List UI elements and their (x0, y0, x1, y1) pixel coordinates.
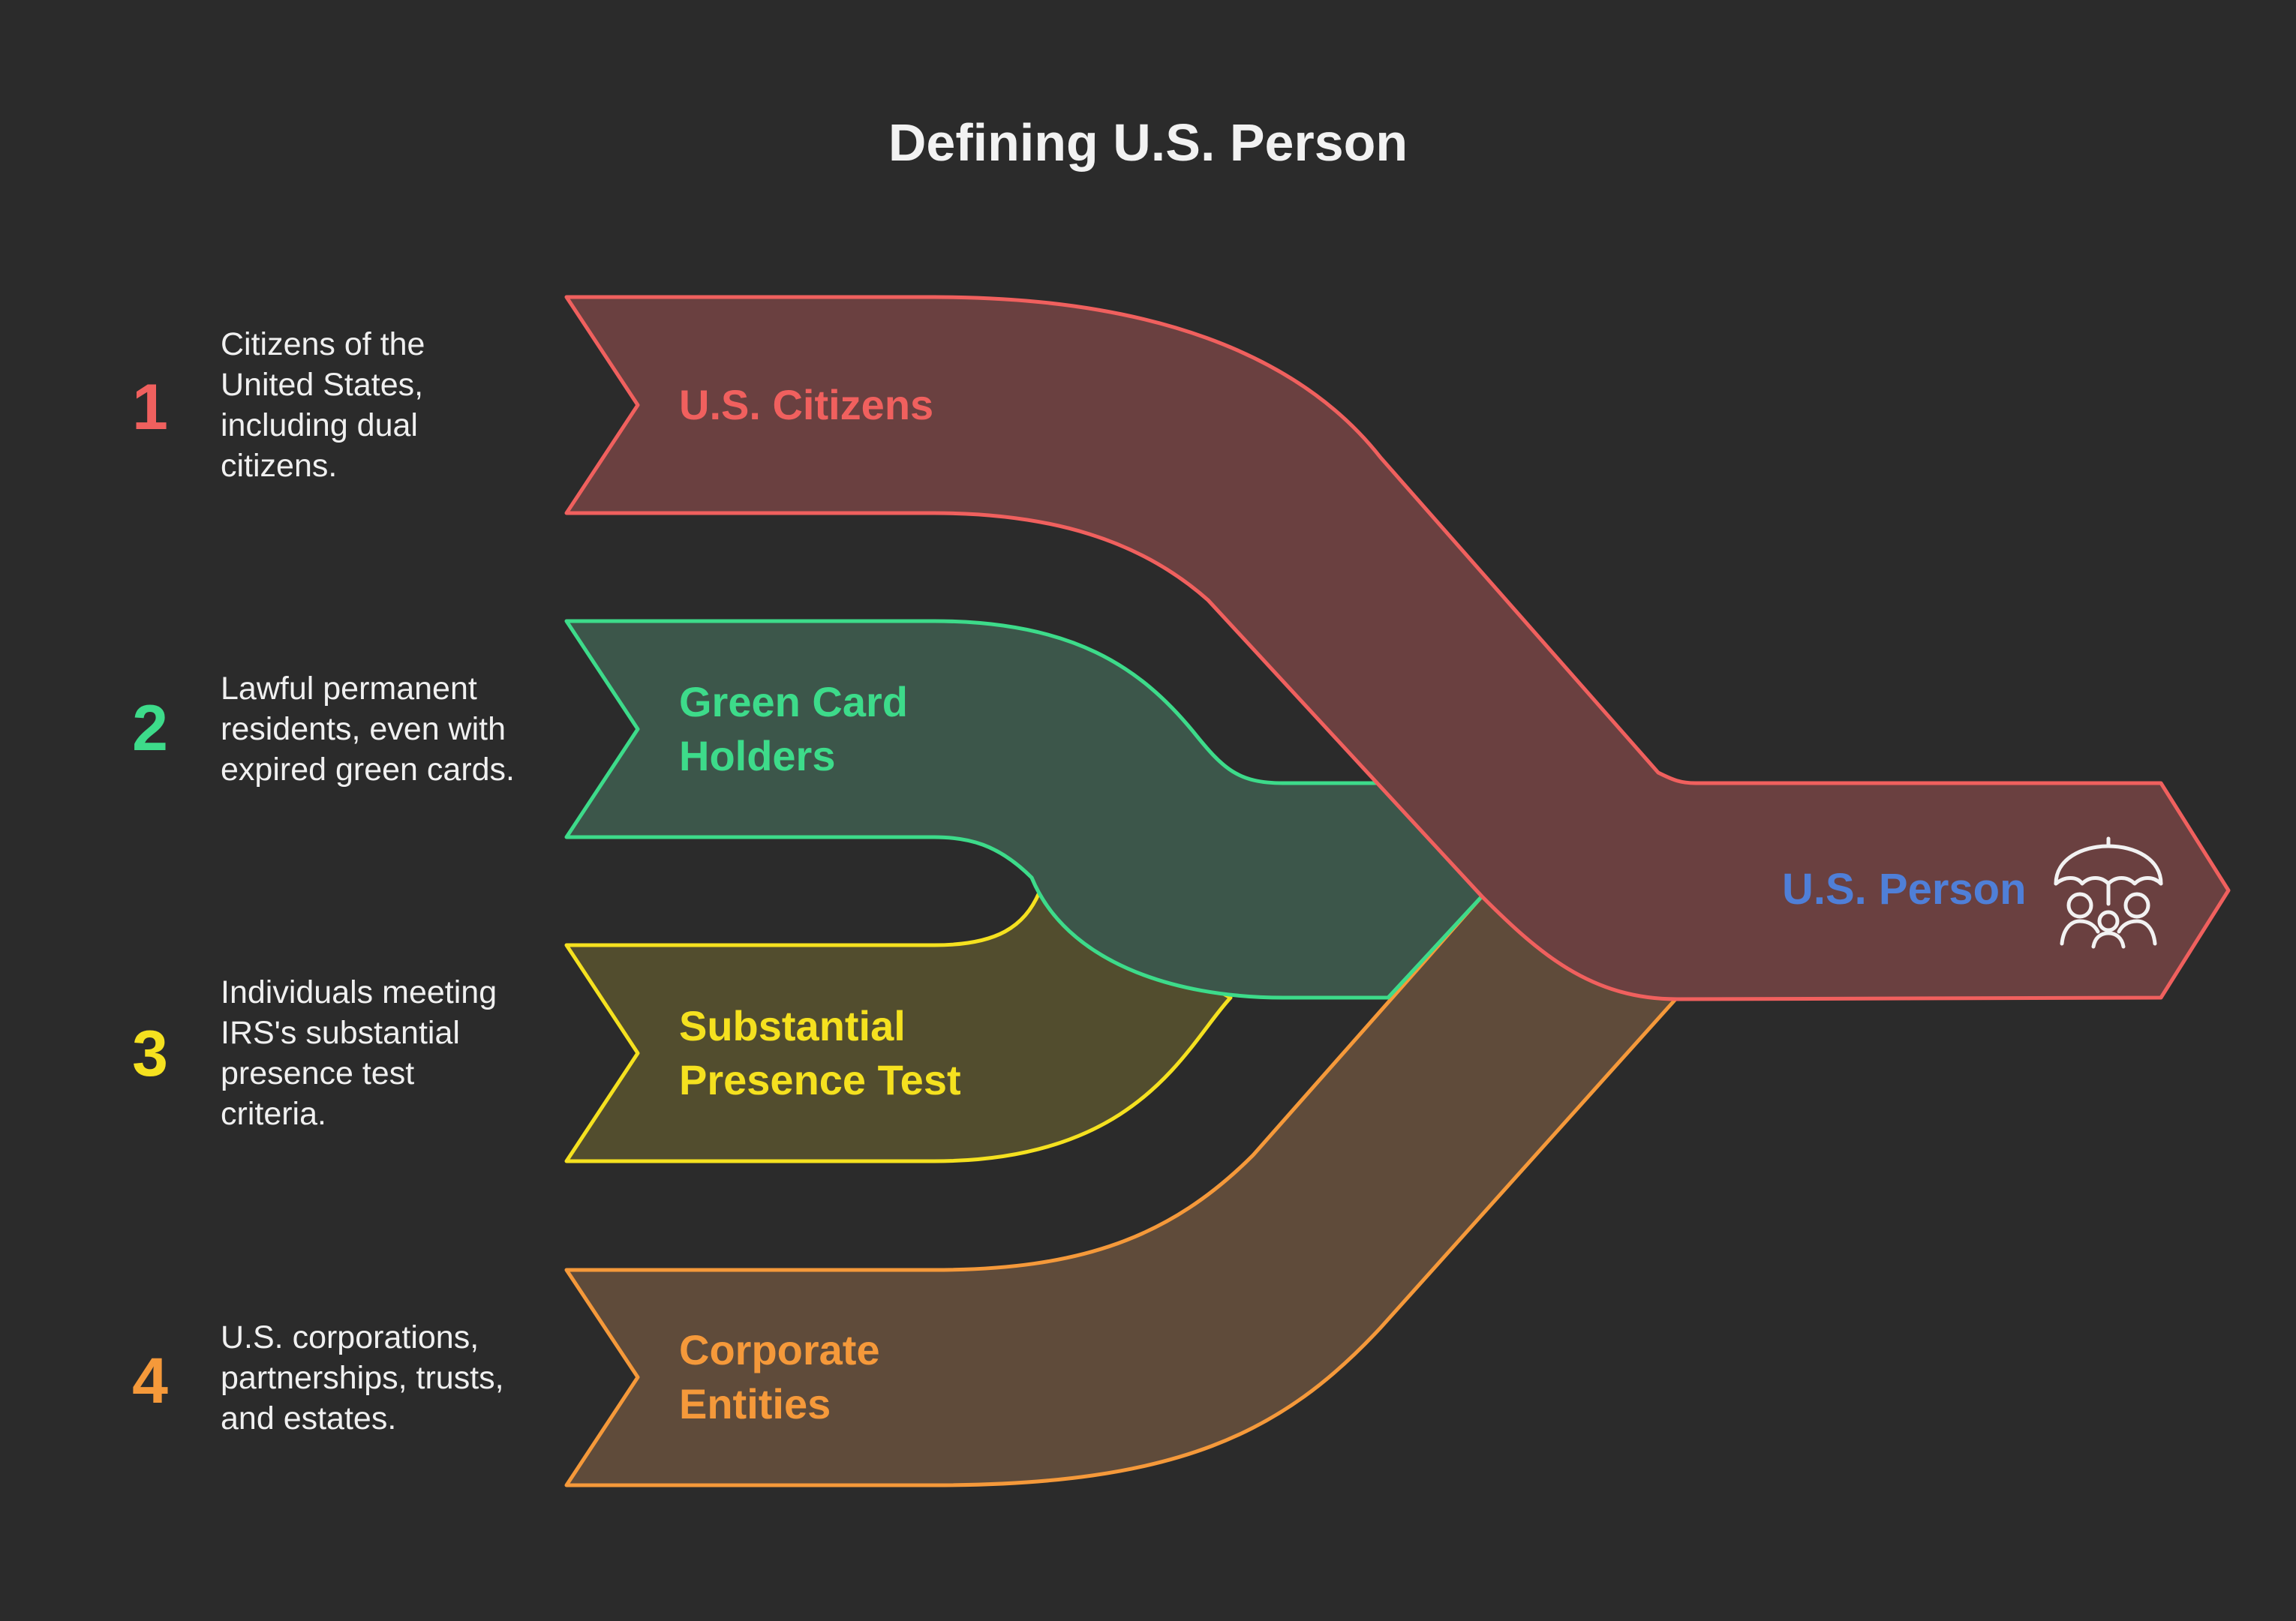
flow-label-green-card: Green Card Holders (679, 678, 908, 779)
flow-band-corporate-entities (564, 894, 1679, 1487)
flow-band-substantial-presence (564, 890, 1233, 1163)
step-number-4: 4 (132, 1345, 168, 1417)
step-description-3: Individuals meeting IRS's substantial pr… (221, 974, 497, 1132)
diagram-title: Defining U.S. Person (888, 113, 1408, 172)
flow-band-us-citizens (564, 295, 2231, 1001)
step-description-2: Lawful permanent residents, even with ex… (221, 671, 515, 788)
step-number-1: 1 (132, 371, 168, 443)
flow-label-us-citizens: U.S. Citizens (679, 381, 934, 428)
step-description-1: Citizens of the United States, including… (221, 326, 425, 484)
flow-band-green-card (564, 619, 1484, 1000)
step-number-2: 2 (132, 692, 168, 764)
step-number-3: 3 (132, 1018, 168, 1090)
flow-label-substantial-presence: Substantial Presence Test (679, 1002, 961, 1103)
flow-label-corporate-entities: Corporate Entities (679, 1326, 880, 1427)
target-label-us-person: U.S. Person (1782, 865, 2027, 914)
umbrella-people-icon (2054, 836, 2163, 949)
step-description-4: U.S. corporations, partnerships, trusts,… (221, 1319, 504, 1436)
